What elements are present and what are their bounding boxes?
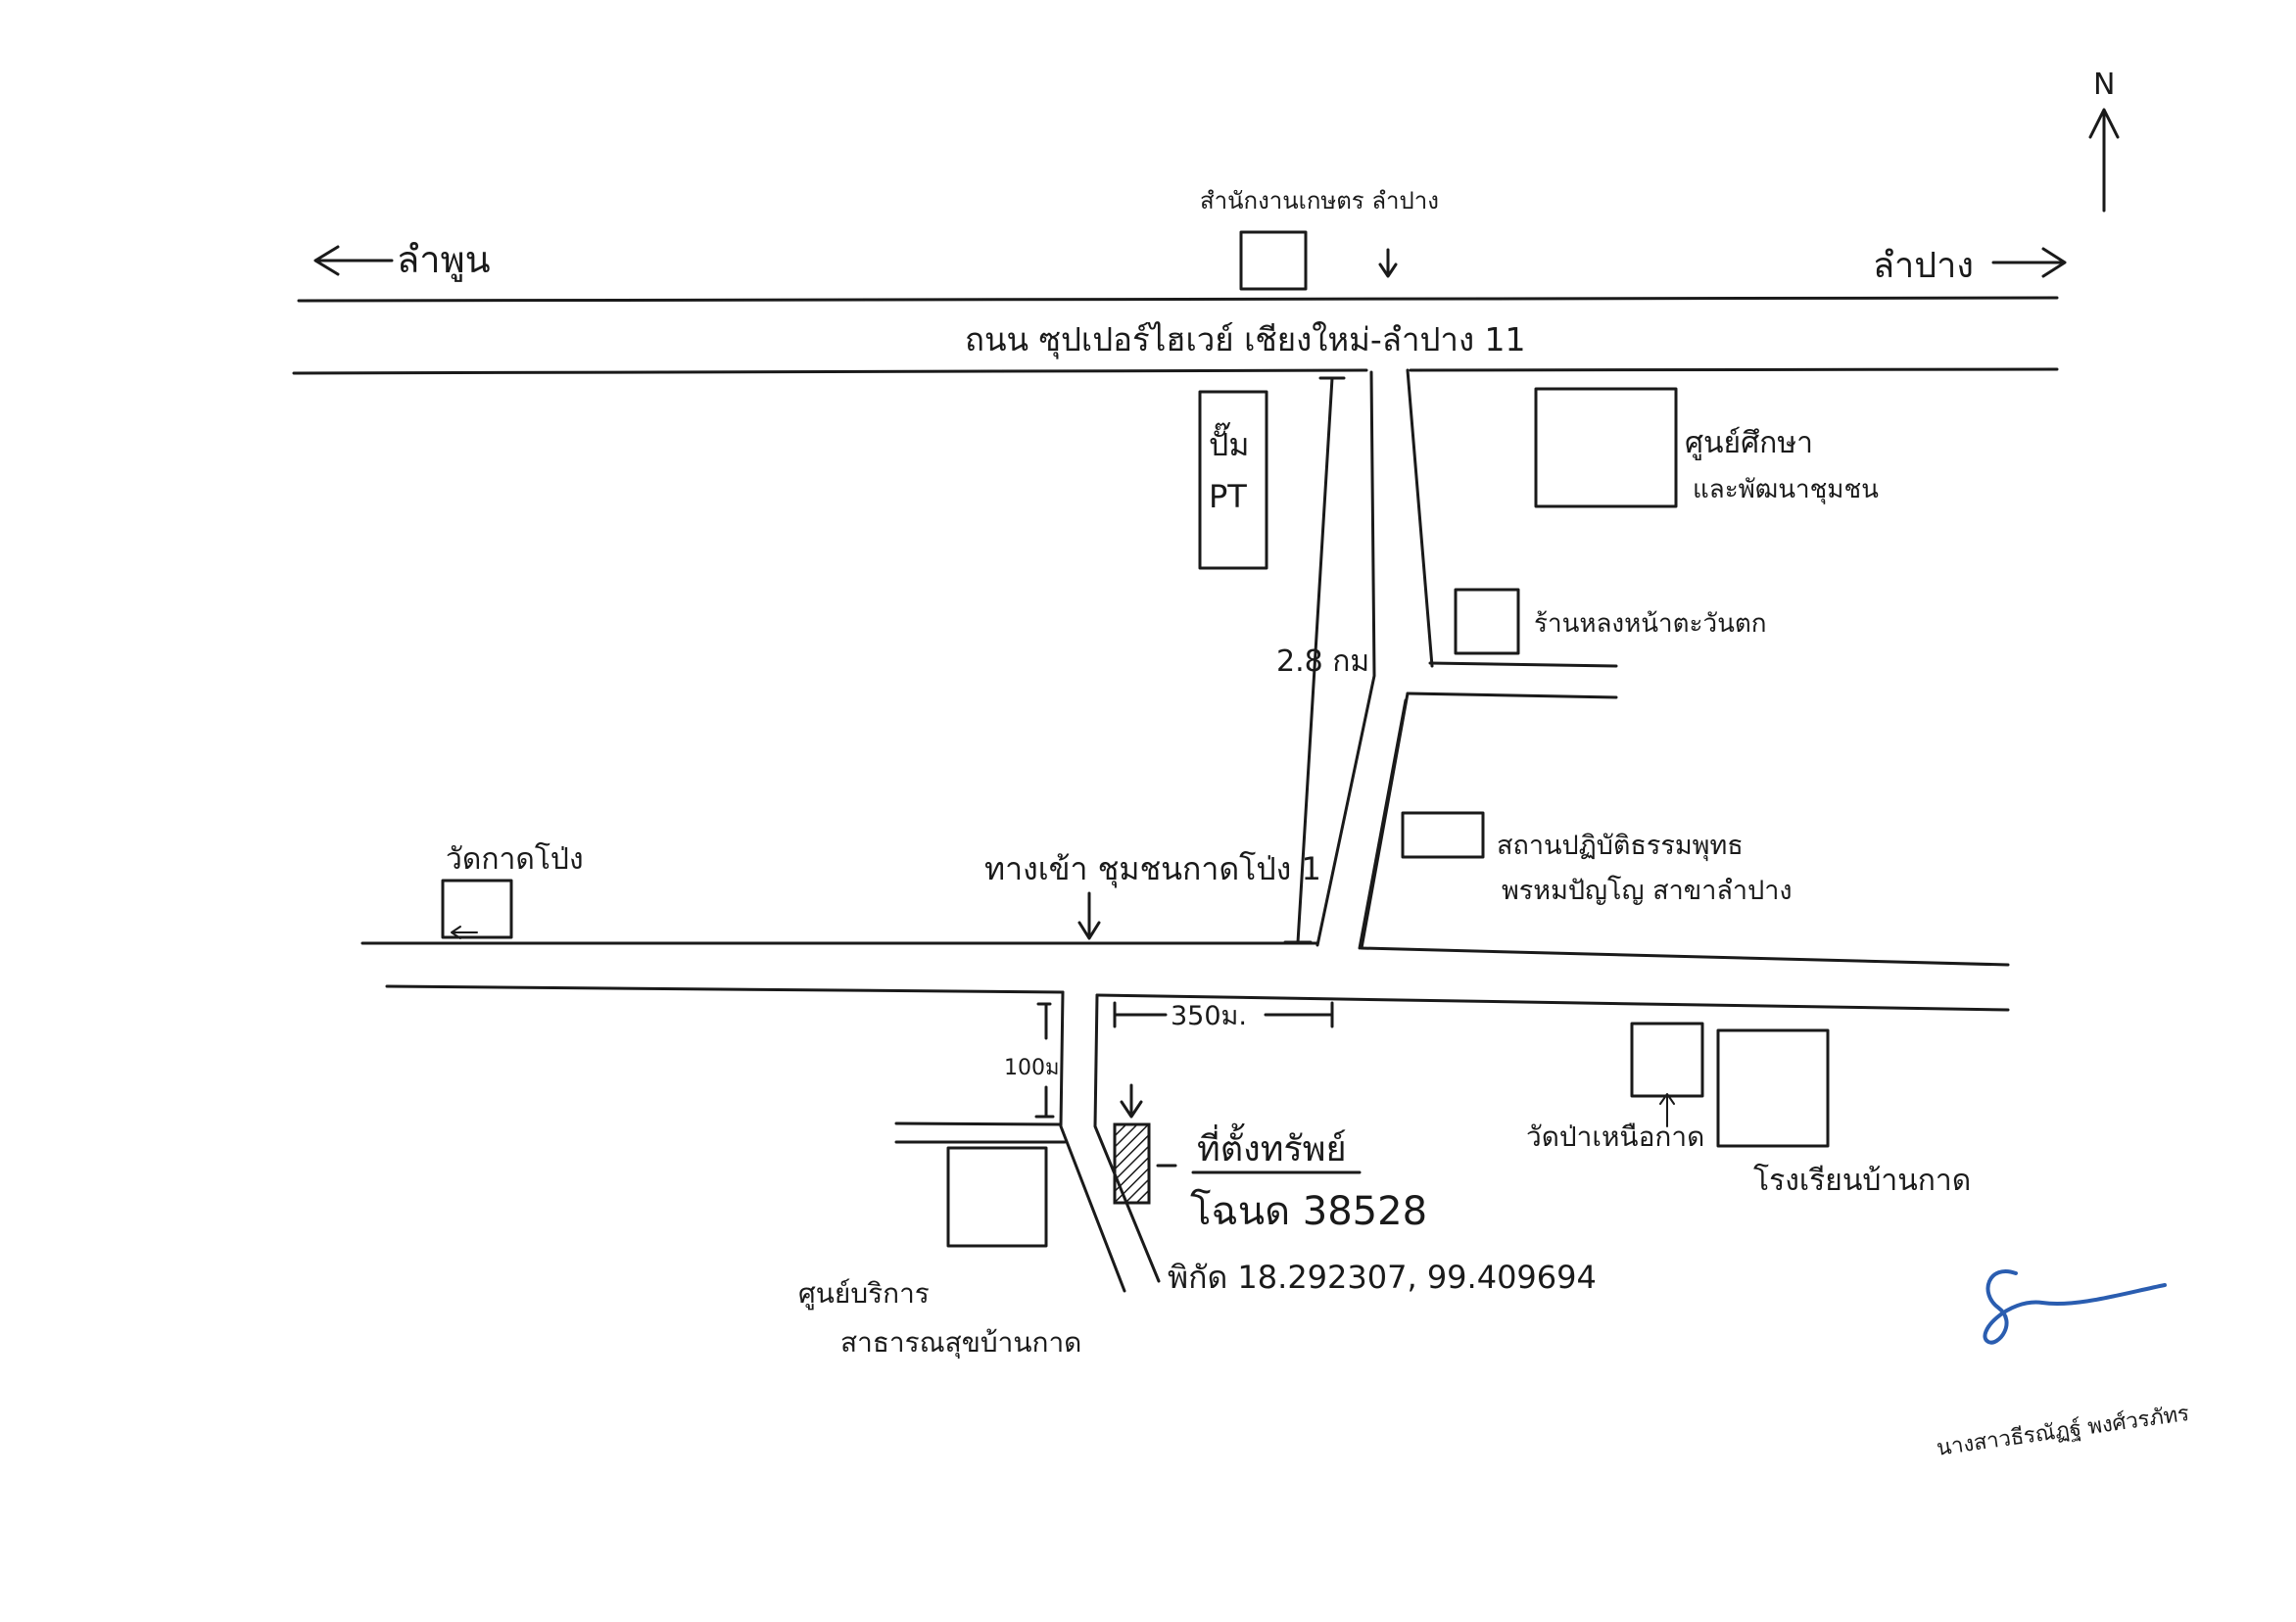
west-temple-building xyxy=(441,879,513,939)
side-road-line xyxy=(1428,661,1618,668)
meditation-center-label-line1: สถานปฏิบัติธรรมพุทธ xyxy=(1497,831,1744,862)
health-center-label-line2: สาธารณสุขบ้านกาด xyxy=(840,1326,1081,1360)
restaurant-label: ร้านหลงหน้าตะวันตก xyxy=(1534,609,1766,639)
west-direction-label: ลำพูน xyxy=(397,238,491,282)
signature-scribble xyxy=(1983,1269,2167,1345)
east-temple-pointer-icon xyxy=(1659,1093,1675,1127)
side-road-edge xyxy=(1360,692,1410,950)
health-center-building xyxy=(946,1146,1048,1248)
health-center-label-line1: ศูนย์บริการ xyxy=(798,1277,930,1311)
property-coordinates: พิกัด 18.292307, 99.409694 xyxy=(1168,1259,1597,1296)
distance-marker-100m xyxy=(1034,1002,1055,1119)
east-direction-label: ลำปาง xyxy=(1873,246,1974,286)
east-temple-label: วัดป่าเหนือกาด xyxy=(1526,1121,1704,1153)
property-pointer-icon xyxy=(1120,1083,1143,1119)
west-temple-pointer-icon xyxy=(451,926,478,939)
east-arrow-icon xyxy=(1991,247,2067,278)
property-title: ที่ตั้งทรัพย์ xyxy=(1197,1122,1347,1169)
lower-east-west-road xyxy=(360,941,2010,1012)
side-road-lower xyxy=(1406,692,1618,699)
community-center-label-line2: และพัฒนาชุมชน xyxy=(1693,475,1879,504)
junction-label: ทางเข้า ชุมชนกาดโป่ง 1 xyxy=(984,850,1321,888)
junction-pointer-icon xyxy=(1077,891,1101,940)
property-deed: โฉนด 38528 xyxy=(1190,1189,1427,1234)
distance-label-100m: 100ม xyxy=(1004,1056,1060,1080)
agri-office-pointer-icon xyxy=(1378,248,1398,278)
distance-label-2-8km: 2.8 กม xyxy=(1276,644,1369,679)
community-center-label-line1: ศูนย์ศึกษา xyxy=(1685,426,1813,460)
restaurant-building xyxy=(1454,588,1520,655)
meditation-center-label-line2: พรหมปัญโญ สาขาลำปาง xyxy=(1502,876,1793,906)
community-center-building xyxy=(1534,387,1678,508)
highway-road xyxy=(292,296,2059,375)
north-arrow-icon: N xyxy=(2088,68,2120,213)
health-center-branch-road xyxy=(894,1121,1067,1144)
distance-marker-350m xyxy=(1113,1001,1334,1028)
property-parcel xyxy=(1113,1122,1151,1205)
pt-station-building xyxy=(1198,390,1268,570)
pt-station-label-line1: ปั๊ม xyxy=(1209,422,1249,463)
west-temple-label: วัดกาดโป่ง xyxy=(446,841,584,877)
highway-name: ถนน ซุปเปอร์ไฮเวย์ เชียงใหม่-ลำปาง 11 xyxy=(965,320,1526,359)
south-road xyxy=(1059,990,1161,1293)
school-label: โรงเรียนบ้านกาด xyxy=(1753,1163,1971,1198)
pt-station-label-line2: PT xyxy=(1209,478,1247,515)
west-arrow-icon xyxy=(313,245,394,276)
meditation-center-building xyxy=(1401,811,1485,859)
agri-office-building xyxy=(1239,230,1308,291)
north-label: N xyxy=(2093,68,2115,102)
agri-office-label: สำนักงานเกษตร ลำปาง xyxy=(1200,187,1439,215)
distance-label-350m: 350ม. xyxy=(1171,1001,1247,1031)
school-building xyxy=(1716,1028,1830,1148)
